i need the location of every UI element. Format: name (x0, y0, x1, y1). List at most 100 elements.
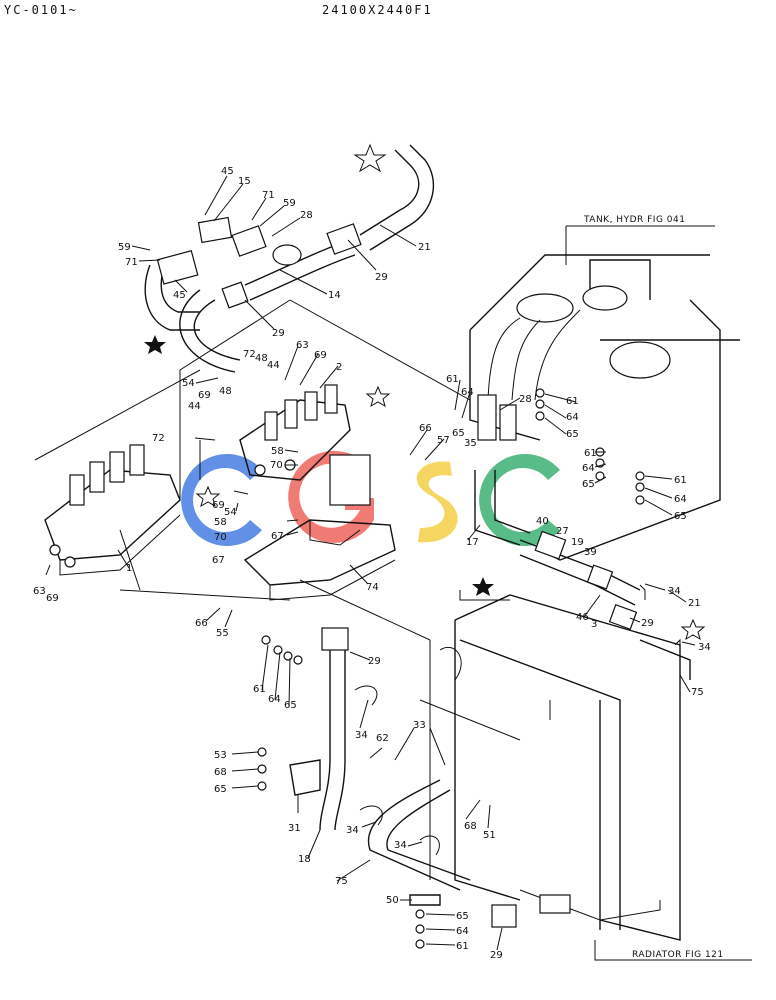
watermark-letter-s (416, 461, 458, 543)
hose-39-46 (519, 530, 641, 630)
callout-label: 29 (368, 656, 381, 667)
callout-label: 61 (674, 475, 687, 486)
pipe-flange-15 (197, 216, 302, 309)
callout-label: 18 (298, 854, 311, 865)
star-outline-marker (195, 485, 221, 508)
callout-label: 29 (641, 618, 654, 629)
callout-label: 68 (214, 767, 227, 778)
callout-label: 72 (152, 433, 165, 444)
callout-label: 45 (173, 290, 186, 301)
callout-label: 72 (243, 349, 256, 360)
callout-label: 54 (182, 378, 195, 389)
callout-label: 75 (691, 687, 704, 698)
hose-18 (319, 627, 349, 831)
watermark-letter-c2 (479, 454, 560, 547)
callout-label: 69 (198, 390, 211, 401)
tank-fig-ref: TANK, HYDR FIG 041 (583, 215, 685, 225)
callout-label: 66 (195, 618, 208, 629)
callout-label: 21 (688, 598, 701, 609)
fastener-stack-lower-left (257, 635, 425, 949)
callout-label: 19 (571, 537, 584, 548)
callout-label: 71 (125, 257, 138, 268)
star-outline-marker (365, 385, 391, 408)
callout-label: 34 (698, 642, 711, 653)
callout-label: 33 (413, 720, 426, 731)
star-outline-marker (353, 143, 387, 173)
callout-label: 67 (212, 555, 225, 566)
callout-label: 35 (464, 438, 477, 449)
callout-label: 65 (452, 428, 465, 439)
callout-label: 17 (466, 537, 479, 548)
callout-label: 57 (437, 435, 450, 446)
callout-label: 44 (267, 360, 280, 371)
callout-label: 70 (270, 460, 283, 471)
callout-label: 40 (536, 516, 549, 527)
callout-label: 51 (483, 830, 496, 841)
callout-label: 29 (490, 950, 503, 961)
header-model-code: YC-0101~ (4, 3, 78, 17)
callout-label: 64 (461, 387, 474, 398)
callout-label: 46 (576, 612, 589, 623)
header-drawing-number: 24100X2440F1 (322, 3, 433, 17)
bracket-50 (409, 894, 517, 928)
watermark-letter-c (181, 454, 262, 547)
callout-label: 2 (336, 362, 342, 373)
callout-label: 39 (584, 547, 597, 558)
callout-label: 34 (668, 586, 681, 597)
callout-label: 53 (214, 750, 227, 761)
callout-label: 21 (418, 242, 431, 253)
callout-label: 62 (376, 733, 389, 744)
callout-label: 3 (591, 619, 597, 630)
callout-label: 59 (118, 242, 131, 253)
clamps-34 (354, 584, 681, 856)
radiator (429, 594, 681, 941)
callout-label: 71 (262, 190, 275, 201)
callout-label: 61 (253, 684, 266, 695)
callout-label: 67 (271, 531, 284, 542)
callout-label: 64 (582, 463, 595, 474)
callout-label: 64 (674, 494, 687, 505)
pipe-17 (474, 394, 531, 546)
callout-label: 27 (556, 526, 569, 537)
callout-label: 55 (216, 628, 229, 639)
leader-lines (45, 175, 696, 951)
radiator-ref-leader (594, 940, 752, 961)
callout-label: 59 (283, 198, 296, 209)
callout-label: 61 (584, 448, 597, 459)
bracket-31 (289, 759, 321, 796)
assembly-outline-lines (34, 299, 551, 741)
callout-label: 31 (288, 823, 301, 834)
star-outline-marker (680, 618, 706, 641)
hose-21 (326, 144, 435, 255)
callout-label: 74 (366, 582, 379, 593)
callout-label: 65 (674, 511, 687, 522)
callout-label: 54 (224, 507, 237, 518)
callout-label: 61 (566, 396, 579, 407)
callout-label: 48 (219, 386, 232, 397)
callout-label: 75 (335, 876, 348, 887)
callout-label: 63 (296, 340, 309, 351)
callout-label: 58 (214, 517, 227, 528)
elbow-59 (144, 250, 200, 331)
callout-label: 64 (566, 412, 579, 423)
callout-label: 65 (566, 429, 579, 440)
callout-label: 15 (238, 176, 251, 187)
callout-label: 69 (46, 593, 59, 604)
star-solid-marker (144, 335, 166, 354)
callout-label: 28 (519, 394, 532, 405)
callout-label: 64 (268, 694, 281, 705)
callout-label: 1 (126, 563, 132, 574)
radiator-fig-ref: RADIATOR FIG 121 (632, 950, 724, 960)
callout-label: 65 (582, 479, 595, 490)
callout-label: 61 (456, 941, 469, 952)
callout-label: 64 (456, 926, 469, 937)
star-solid-marker (472, 577, 494, 596)
callout-label: 70 (214, 532, 227, 543)
callout-label: 34 (346, 825, 359, 836)
callout-label: 44 (188, 401, 201, 412)
callout-label: 63 (33, 586, 46, 597)
callout-label: 14 (328, 290, 341, 301)
callout-label: 61 (446, 374, 459, 385)
callout-label: 65 (284, 700, 297, 711)
